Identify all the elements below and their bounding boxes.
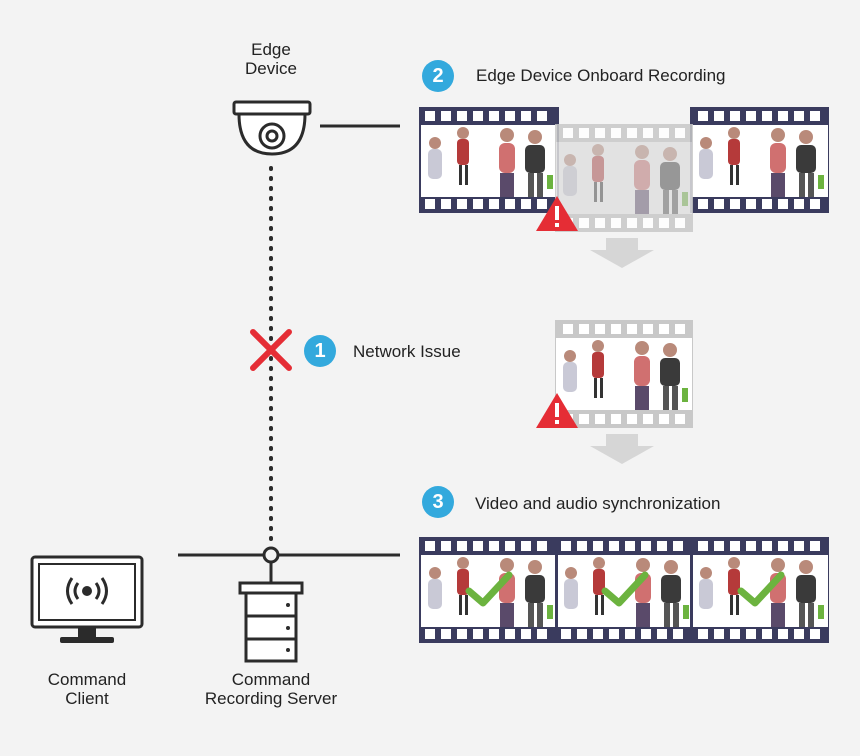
down-arrow-icon (590, 238, 654, 268)
buffered-frame (555, 320, 693, 428)
warning-icon (536, 196, 578, 231)
synchronized-filmstrip (419, 537, 829, 643)
server-icon (238, 581, 304, 663)
warning-icon (536, 393, 578, 428)
edge-device-label: Edge Device (245, 40, 297, 78)
step-3-badge: 3 (422, 486, 454, 518)
step-2-label: Edge Device Onboard Recording (476, 66, 726, 85)
check-icon (601, 571, 649, 607)
film-segment-right (690, 107, 829, 213)
film-segment-faded (555, 124, 693, 232)
film-segment-left (419, 107, 559, 213)
down-arrow-icon (590, 434, 654, 464)
network-node (262, 546, 280, 564)
recording-server-label: Command Recording Server (204, 670, 338, 708)
command-client-label: Command Client (47, 670, 127, 708)
error-x-icon (250, 329, 292, 371)
check-icon (737, 571, 785, 607)
camera-icon (232, 100, 312, 156)
step-3-label: Video and audio synchronization (475, 494, 721, 513)
step-2-badge: 2 (422, 60, 454, 92)
onboard-recording-filmstrip (419, 107, 829, 232)
check-icon (465, 571, 513, 607)
monitor-icon (30, 555, 144, 643)
step-1-badge: 1 (304, 335, 336, 367)
step-1-label: Network Issue (353, 342, 461, 361)
